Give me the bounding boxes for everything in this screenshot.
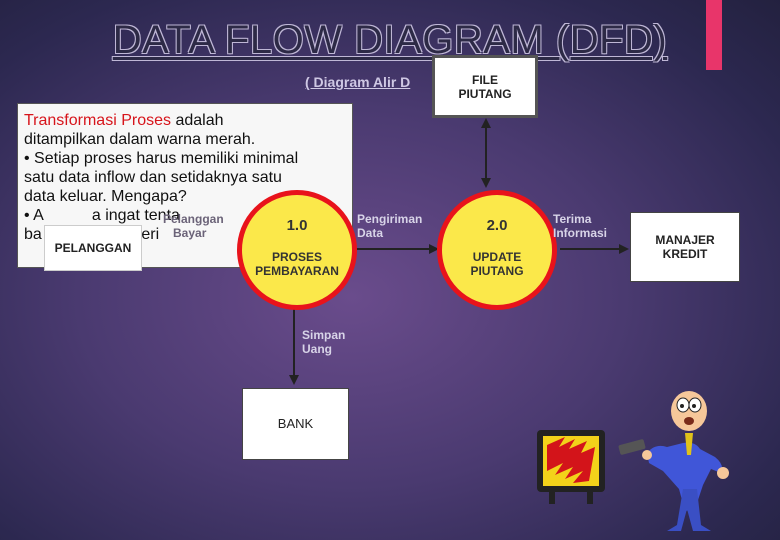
entity-pelanggan: PELANGGAN bbox=[44, 225, 142, 271]
note-line4: satu data inflow dan setidaknya satu bbox=[24, 169, 282, 186]
note-line3: • Setiap proses harus memiliki minimal bbox=[24, 150, 299, 167]
note-line1: adalah bbox=[171, 112, 224, 129]
accent-bar bbox=[706, 0, 722, 70]
note-highlight: Transformasi Proses bbox=[24, 112, 171, 129]
remote-icon bbox=[618, 439, 646, 455]
entity-bank: BANK bbox=[242, 388, 349, 460]
page-subtitle: ( Diagram Alir D bbox=[305, 74, 411, 90]
note-line5: data keluar. Mengapa? bbox=[24, 188, 187, 205]
entity-file-piutang: FILE PIUTANG bbox=[432, 55, 538, 118]
cartoon-illustration bbox=[537, 391, 729, 531]
note-line2: ditampilkan dalam warna merah. bbox=[24, 131, 256, 148]
entity-manajer-kredit: MANAJER KREDIT bbox=[630, 212, 740, 282]
page-title: DATA FLOW DIAGRAM (DFD) bbox=[112, 18, 668, 62]
note-line6: • A a ingat tenta bbox=[24, 207, 180, 224]
tv-icon bbox=[537, 430, 605, 504]
cartoon-man-icon bbox=[642, 391, 729, 531]
explanation-note: Transformasi Proses adalah ditampilkan d… bbox=[17, 103, 353, 268]
